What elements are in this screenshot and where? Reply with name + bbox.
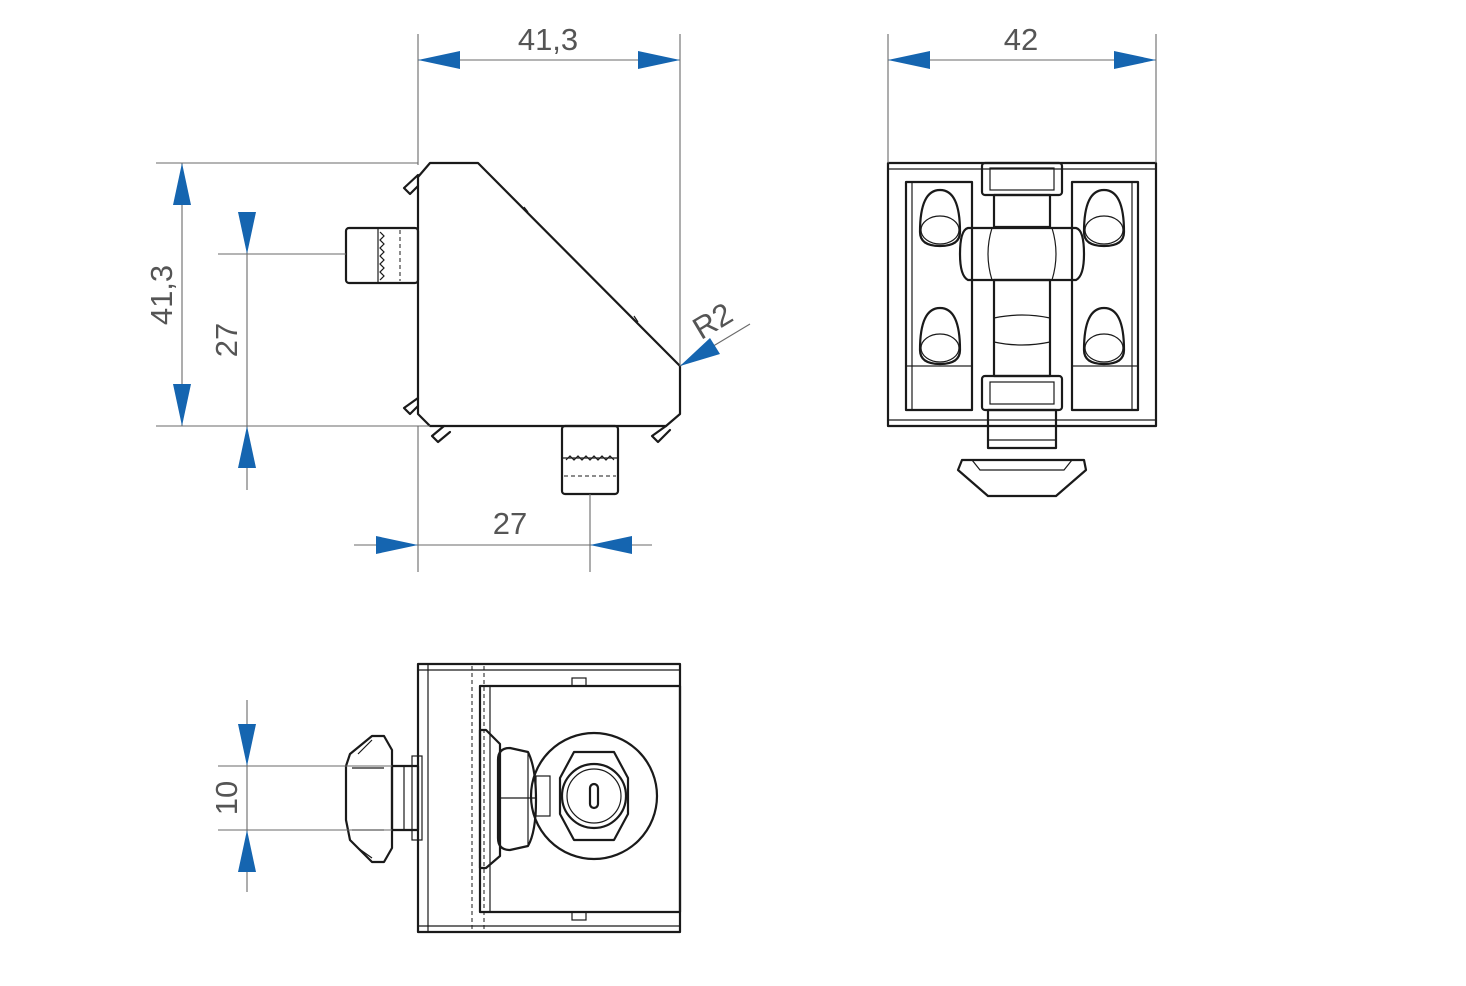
front-view-hole bbox=[918, 306, 962, 366]
dimension-arrow bbox=[238, 426, 256, 468]
dim-side-offset-horizontal: 27 bbox=[493, 506, 527, 541]
dimension-arrow bbox=[590, 536, 632, 554]
dimension-arrow bbox=[1114, 51, 1156, 69]
bottom-view-hex-bolt bbox=[558, 750, 630, 842]
side-view-nub bbox=[430, 424, 452, 444]
front-view-screw bbox=[958, 161, 1086, 450]
side-view-nub bbox=[402, 173, 420, 196]
side-view-nub bbox=[650, 424, 672, 444]
bottom-view-t-nut bbox=[344, 734, 394, 864]
front-view-hole bbox=[1082, 188, 1126, 248]
dim-front-width: 42 bbox=[1004, 22, 1038, 57]
front-view-t-nut bbox=[956, 458, 1088, 498]
dimension-arrow bbox=[173, 384, 191, 426]
dim-side-height: 41,3 bbox=[144, 265, 179, 325]
dimension-arrow bbox=[638, 51, 680, 69]
front-view-body bbox=[886, 161, 1158, 428]
dimension-arrow bbox=[173, 163, 191, 205]
dimension-arrow bbox=[376, 536, 418, 554]
bottom-view: 10 bbox=[209, 662, 682, 934]
side-view-set-screw-bottom bbox=[560, 424, 620, 496]
bottom-view-inner-plate bbox=[478, 684, 682, 914]
side-view-nub bbox=[523, 206, 639, 323]
front-view-hole bbox=[918, 188, 962, 248]
dimension-arrow bbox=[888, 51, 930, 69]
dimension-arrow bbox=[680, 338, 720, 366]
side-view-nub bbox=[402, 396, 420, 416]
dimension-arrow bbox=[418, 51, 460, 69]
front-view: 42 bbox=[886, 22, 1158, 498]
dimension-arrow bbox=[238, 724, 256, 766]
side-view: 41,3 41,3 27 27 R2 bbox=[144, 22, 751, 572]
side-view-set-screw-left bbox=[344, 226, 420, 285]
dim-bottom-slot: 10 bbox=[209, 781, 244, 815]
side-view-body bbox=[416, 161, 682, 428]
dimension-arrow bbox=[238, 830, 256, 872]
dimension-arrow bbox=[238, 212, 256, 254]
bottom-view-bolt-head bbox=[529, 731, 659, 861]
dim-corner-radius: R2 bbox=[687, 296, 739, 346]
bottom-view-washer bbox=[478, 728, 502, 870]
dim-side-offset-vertical: 27 bbox=[209, 323, 244, 357]
dim-side-width: 41,3 bbox=[518, 22, 578, 57]
bottom-view-body bbox=[416, 662, 682, 934]
front-view-hole bbox=[1082, 306, 1126, 366]
